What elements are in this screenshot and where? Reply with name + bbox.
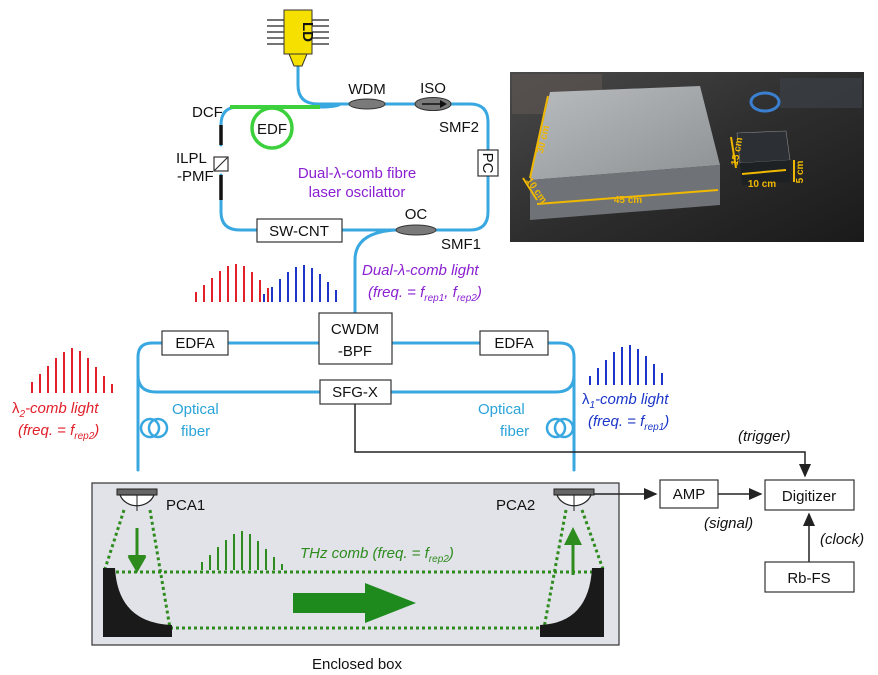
trigger-label: (trigger): [738, 428, 791, 445]
optical-fiber-left-2: fiber: [181, 423, 210, 440]
edfa-right-label: EDFA: [494, 335, 533, 352]
fiber-coil-left: [139, 417, 169, 439]
dual-comb-light-line2: (freq. = frep1, frep2): [368, 284, 482, 304]
optical-fiber-left-1: Optical: [172, 401, 219, 418]
optical-fiber-right-2: fiber: [500, 423, 529, 440]
iso-label: ISO: [420, 80, 446, 97]
oscillator-label-line2: laser oscilattor: [309, 184, 406, 201]
parabolic-mirror-left: [103, 568, 172, 637]
rb-fs-box: [764, 561, 855, 593]
thz-arrow-up-head: [564, 527, 582, 545]
smf2-label: SMF2: [439, 119, 479, 136]
pca2-antenna: [553, 488, 595, 511]
digitizer-label: Digitizer: [782, 488, 836, 505]
pca1-label: PCA1: [166, 497, 205, 514]
dcf-label: DCF: [192, 104, 223, 121]
thz-arrow-down-head: [128, 555, 146, 572]
photo-dim-10b: 10 cm: [748, 179, 776, 190]
enclosure-photo: 30 cm 10 cm 45 cm 15 cm 10 cm 5 cm: [510, 72, 864, 242]
edfa-left-box: [161, 330, 229, 356]
sw-cnt-label: SW-CNT: [269, 223, 329, 240]
green-comb: [201, 531, 283, 570]
cwdm-label: CWDM: [331, 321, 379, 338]
polarization-controller: [477, 149, 499, 177]
smf1-label: SMF1: [441, 236, 481, 253]
ld-label: LD: [299, 22, 316, 42]
fiber-coil-right: [545, 417, 575, 439]
digitizer-box: [764, 479, 855, 511]
edf-coil: [250, 106, 294, 150]
amp-label: AMP: [673, 486, 706, 503]
oc-label: OC: [405, 206, 428, 223]
edfa-right-box: [479, 330, 549, 356]
photo-dim-5: 5 cm: [795, 160, 806, 183]
ilpl-pmf: [213, 156, 229, 172]
edf-label: EDF: [257, 121, 287, 138]
sfg-x-label: SFG-X: [332, 384, 378, 401]
pca1-antenna: [116, 488, 158, 511]
pc-label: PC: [479, 153, 496, 174]
output-coupler: [395, 224, 437, 236]
enclosed-box-label: Enclosed box: [312, 656, 403, 673]
wdm-label: WDM: [348, 81, 386, 98]
laser-diode: LD: [267, 9, 329, 67]
signal-label: (signal): [704, 515, 753, 532]
red-comb-top: [195, 264, 269, 302]
isolator: [414, 97, 452, 111]
lambda1-freq: (freq. = frep1): [588, 413, 669, 433]
oscillator-label-line1: Dual-λ-comb fibre: [298, 165, 416, 182]
rb-fs-label: Rb-FS: [787, 570, 830, 587]
blue-comb-right: [589, 345, 663, 385]
photo-dim-15: 15 cm: [730, 137, 746, 167]
pmf-label: -PMF: [177, 168, 214, 185]
lambda2-label: λ2-comb light: [12, 400, 99, 420]
blue-comb-top: [263, 265, 337, 302]
thz-comb-label: THz comb (freq. = frep2): [300, 545, 454, 565]
dual-comb-light-line1: Dual-λ-comb light: [362, 262, 479, 279]
optical-fiber-right-1: Optical: [478, 401, 525, 418]
cwdm-bpf-box: [318, 312, 393, 365]
enclosed-box: [91, 482, 620, 646]
lambda1-label: λ1-comb light: [582, 391, 669, 411]
pca2-label: PCA2: [496, 497, 535, 514]
thz-beam-paths: [102, 509, 606, 630]
photo-dim-45: 45 cm: [614, 195, 642, 206]
bpf-label: -BPF: [338, 343, 372, 360]
wdm-coupler: [348, 98, 386, 110]
parabolic-mirror-right: [540, 568, 604, 637]
thz-propagation-arrow: [293, 583, 416, 623]
trigger-line: [354, 404, 811, 478]
clock-label: (clock): [820, 531, 864, 548]
red-comb-left: [31, 348, 113, 393]
ilpl-label: ILPL: [176, 150, 207, 167]
lambda2-freq: (freq. = frep2): [18, 422, 99, 442]
sw-cnt-box: [256, 218, 343, 243]
sfg-x-box: [319, 379, 392, 405]
edfa-left-label: EDFA: [175, 335, 214, 352]
